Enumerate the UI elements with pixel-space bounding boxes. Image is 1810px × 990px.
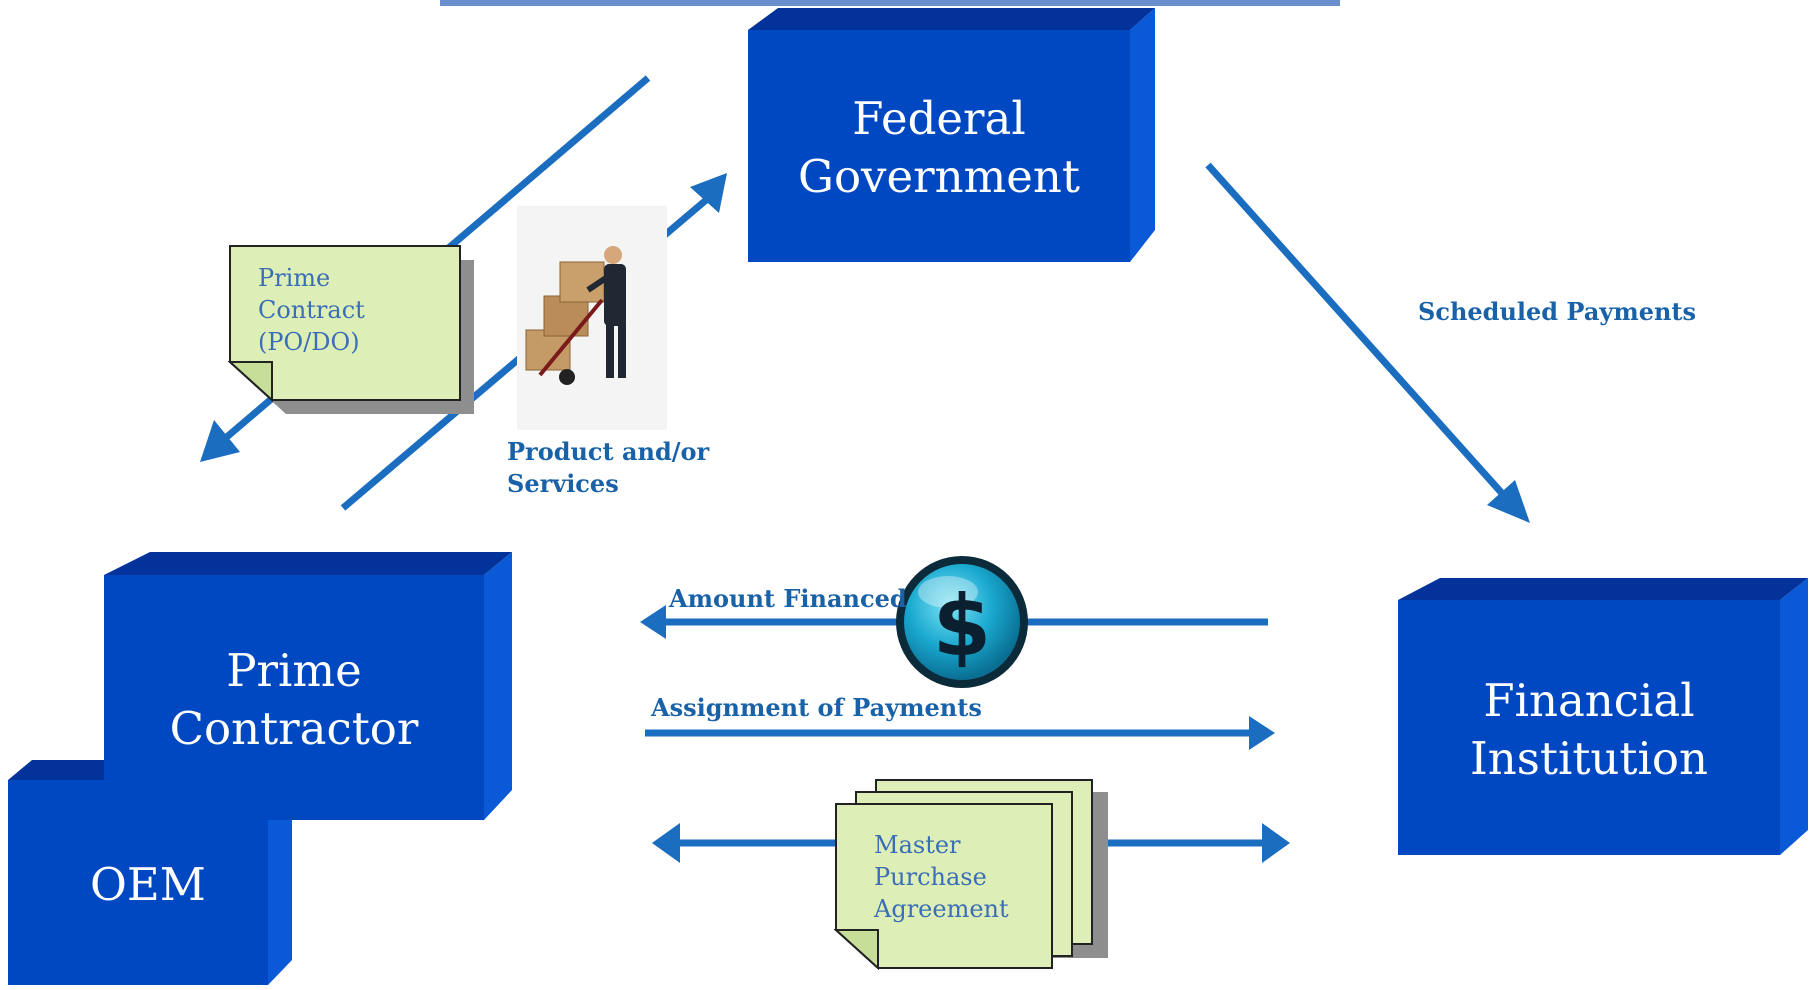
agreement-arrowhead-right (1262, 823, 1290, 863)
dollar-coin-icon: $ (896, 556, 1028, 688)
financial-institution-label: Financial Institution (1470, 674, 1708, 785)
amount-financed-arrowhead (640, 605, 666, 639)
svg-text:$: $ (933, 577, 991, 675)
scheduled-payments-arrowhead (1487, 480, 1530, 523)
oem-label: OEM (90, 858, 206, 911)
assignment-of-payments-label: Assignment of Payments (651, 693, 982, 722)
master-purchase-agreement-notes (833, 779, 1108, 971)
amount-financed-label: Amount Financed (669, 584, 907, 613)
prime-contract-note-text: Prime Contract (PO/DO) (258, 264, 365, 356)
financial-institution-box (1398, 578, 1808, 855)
products-services-label: Product and/or Services (507, 437, 710, 498)
scheduled-payments-label: Scheduled Payments (1418, 297, 1697, 326)
agreement-arrowhead-left (652, 823, 680, 863)
products-arrowhead (690, 173, 727, 213)
delivery-man-with-boxes-photo (517, 206, 667, 430)
assignment-arrowhead (1249, 716, 1275, 750)
federal-government-label: Federal Government (798, 92, 1080, 203)
prime-contract-note (227, 245, 474, 414)
scheduled-payments-arrow (1205, 162, 1511, 503)
master-purchase-agreement-text: Master Purchase Agreement (874, 831, 1009, 923)
prime-contractor-label: Prime Contractor (169, 644, 419, 755)
prime-contractor-box (104, 552, 512, 820)
title-remnant (440, 0, 1340, 6)
contract-arrowhead (200, 420, 240, 462)
federal-government-box (748, 8, 1155, 262)
